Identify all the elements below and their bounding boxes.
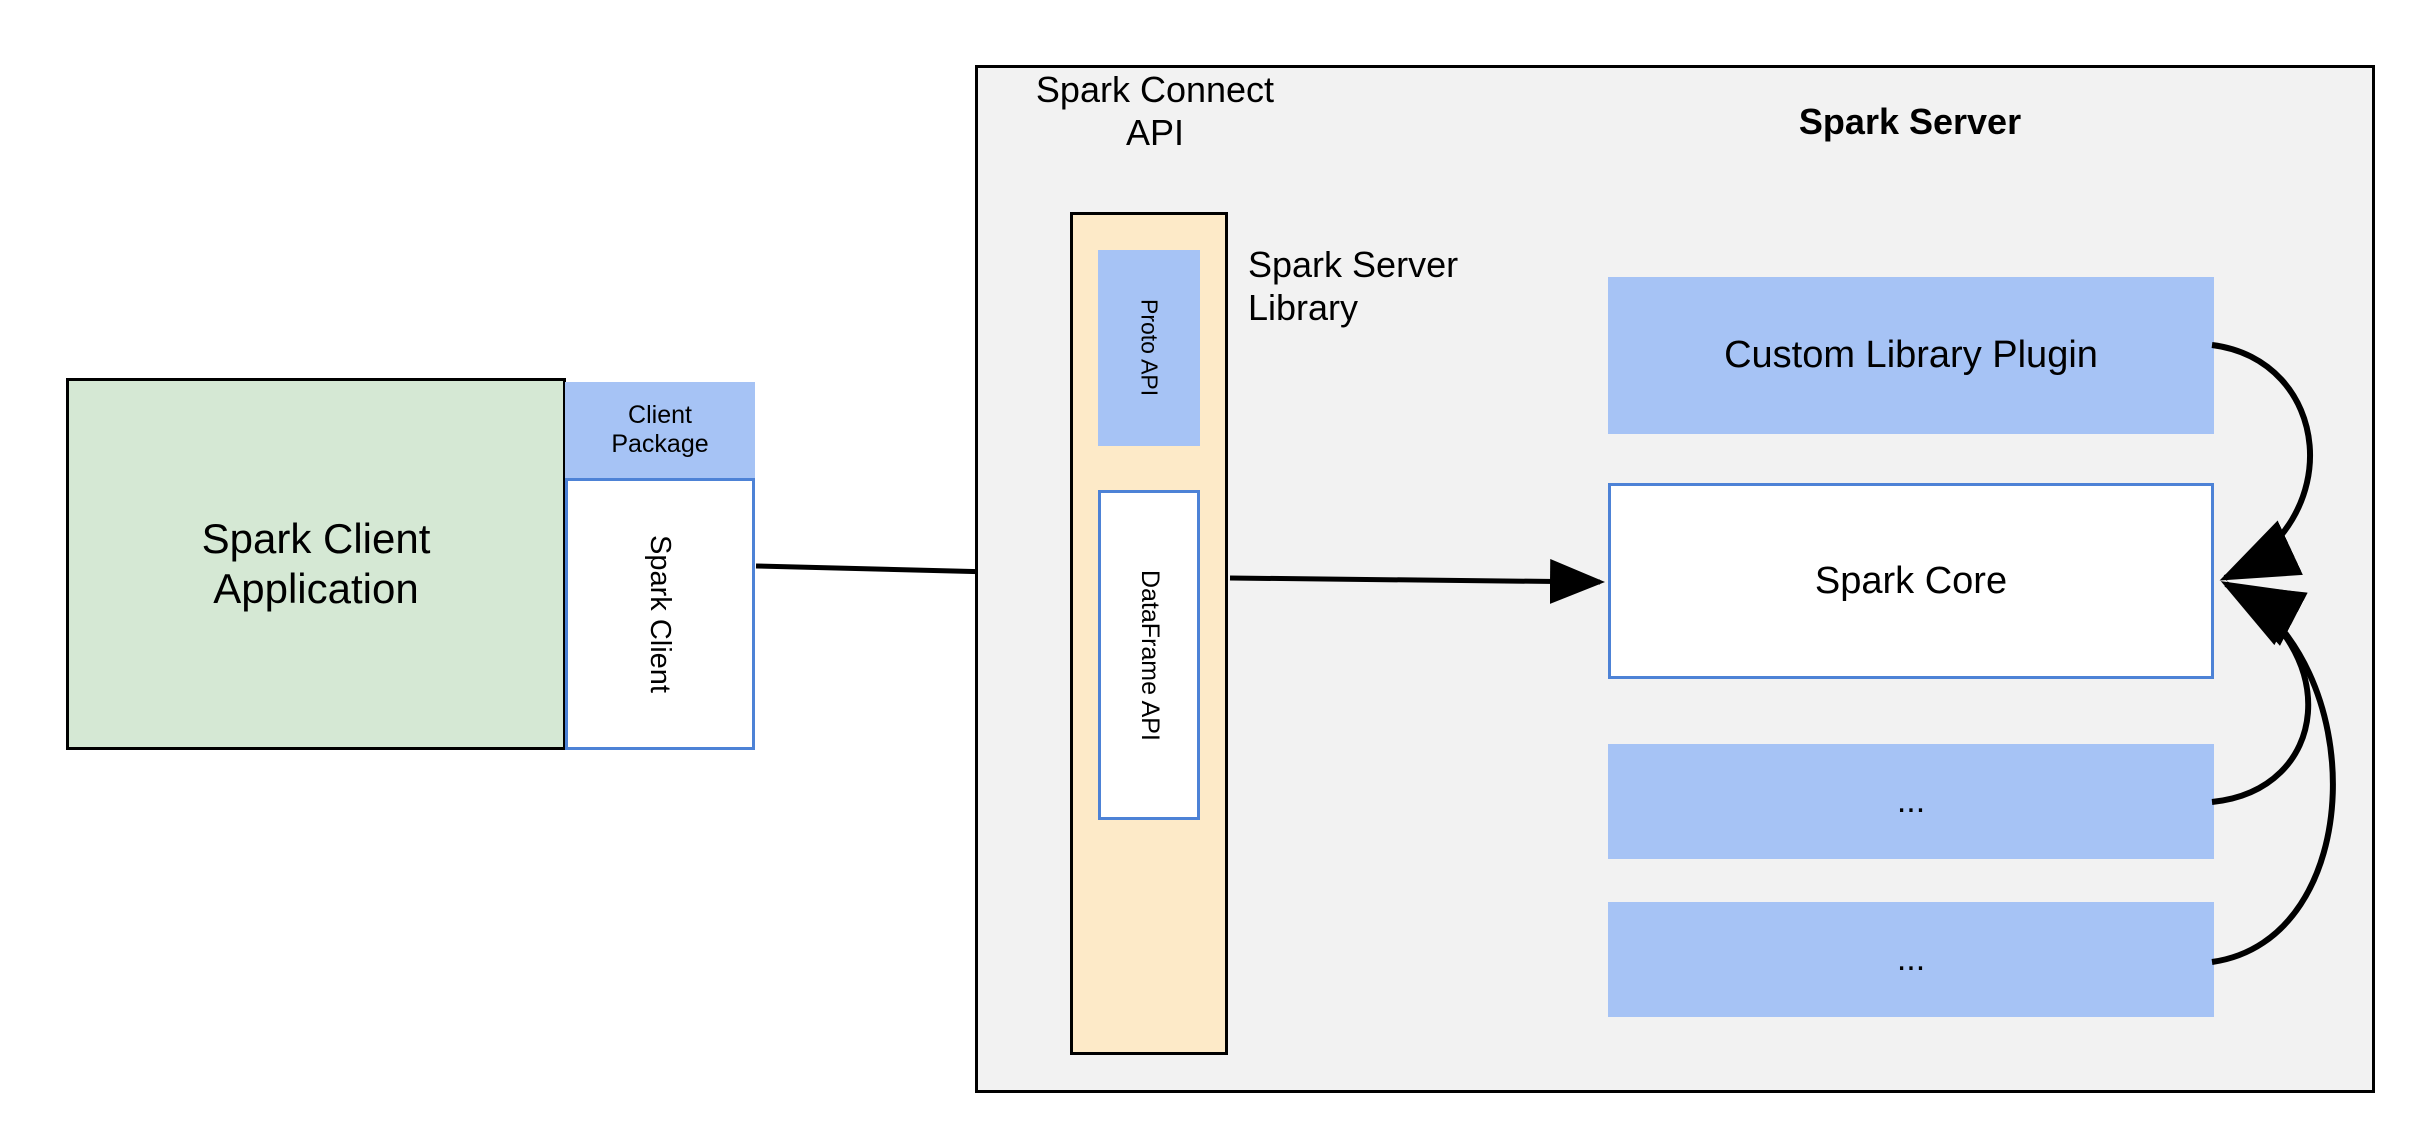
client-package-box[interactable]: Client Package: [565, 382, 755, 478]
spark-client-label: Spark Client: [644, 535, 677, 693]
server-component-placeholder-2[interactable]: ...: [1608, 902, 2214, 1017]
spark-server-library-label: Spark Server Library: [1248, 244, 1459, 329]
spark-core-box[interactable]: Spark Core: [1608, 483, 2214, 679]
server-component-placeholder-1-label: ...: [1896, 782, 1926, 821]
proto-api-box[interactable]: Proto API: [1098, 250, 1200, 446]
spark-server-title: Spark Server: [1798, 101, 2022, 142]
spark-client-application-box[interactable]: Spark Client Application: [66, 378, 566, 750]
client-package-label: Client Package: [611, 400, 709, 459]
server-component-placeholder-1[interactable]: ...: [1608, 744, 2214, 859]
custom-library-plugin-box[interactable]: Custom Library Plugin: [1608, 277, 2214, 434]
proto-api-label: Proto API: [1136, 299, 1163, 397]
server-component-placeholder-2-label: ...: [1896, 940, 1926, 979]
spark-connect-api-label: Spark Connect API: [1035, 69, 1275, 154]
spark-client-box[interactable]: Spark Client: [565, 478, 755, 750]
custom-library-plugin-label: Custom Library Plugin: [1724, 334, 2098, 377]
spark-core-label: Spark Core: [1814, 559, 2008, 602]
dataframe-api-label: DataFrame API: [1135, 569, 1164, 741]
dataframe-api-box[interactable]: DataFrame API: [1098, 490, 1200, 820]
spark-client-application-label: Spark Client Application: [201, 515, 431, 612]
